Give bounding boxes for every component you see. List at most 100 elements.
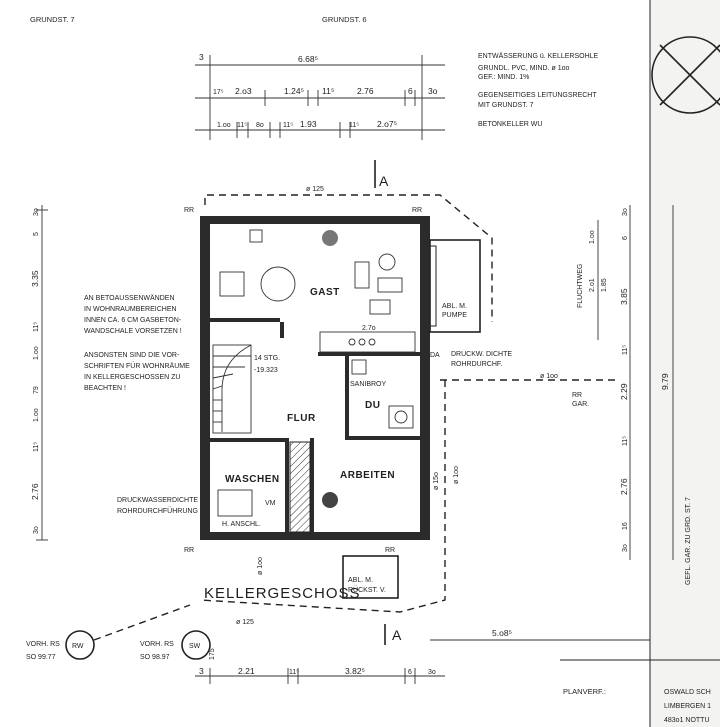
dim-label: 3o [428,86,438,96]
stair-steps-label: 14 STG. [254,355,280,362]
vorh-rs-value: SO 98.97 [140,654,170,661]
paper-edge [650,0,720,727]
room-flur: FLUR [287,413,316,424]
sw-value: 175 [209,648,216,660]
room-du: DU [365,400,380,411]
light-well: ABL. M. PUMPE [429,239,481,333]
dim-label: 2.76 [30,483,40,500]
north-symbol [651,36,720,114]
section-marker-bottom: A [384,624,402,645]
dim-label: 2.76 [357,86,374,96]
dim-label: 11⁵ [349,122,359,129]
dim-label: 2.76 [619,478,629,495]
dimensions-right: 3o 1.oo 6 3.85 11⁵ 2.29 11⁵ 2.76 16 3o F… [577,205,692,585]
gefl-gar-label: GEFL. GAR. ZU GRD. ST. 7 [685,497,692,585]
abl-rueck-label: RÜCKST. V. [348,586,386,594]
note-line: GEF.: MIND. 1% [478,74,529,81]
owner-line: 483o1 NOTTU [664,717,710,724]
dim-label: 11⁵ [322,86,334,96]
rr-gar-label: RR [572,392,582,399]
rr-label: RR [412,207,422,214]
bathroom-fixtures: SANIBROY [350,359,414,429]
dim-label: 1.oo [33,346,40,360]
dim-label: 2.29 [619,383,629,400]
vorh-rs-label: VORH. RS [26,641,60,648]
pipe-label: ø 1oo [540,373,558,380]
abl-pumpe-label: ABL. M. [442,303,467,310]
rr-label: RR [184,207,194,214]
dimensions-bottom: 5.o8⁵ 3 2.21 11⁵ 3.82⁵ 6 3o [195,628,650,684]
dim-label: 3 [199,666,204,676]
note-line: ANSONSTEN SIND DIE VOR- [84,352,180,359]
note-line: MIT GRUNDST. 7 [478,102,534,109]
rr-label: RR [385,547,395,554]
note-line: IN WOHNRAUMBEREICHEN [84,306,177,313]
dim-label: 16 [622,522,629,530]
dim-label: 1.oo [589,230,596,244]
druck-rohr-label: DRUCKW. DICHTE [451,351,512,358]
dim-label: 17⁵ [213,89,224,96]
stair-height-label: -19.323 [254,367,278,374]
pipe-label: ø 1oo [257,557,264,575]
note-line: BEACHTEN ! [84,385,126,392]
sanibroy-label: SANIBROY [350,381,387,388]
dim-label: 1.oo [217,122,231,129]
note-line: WANDSCHALE VORSETZEN ! [84,328,182,335]
section-label: A [379,173,389,189]
drain-pipe-right: ø 1oo RR GAR. ø 15o ø 1oo [199,373,615,613]
note-line: ENTWÄSSERUNG ü. KELLERSOHLE [478,52,599,60]
dim-label: 3.82⁵ [345,666,365,676]
dim-label: 3 [199,52,204,62]
dim-label: 1.24⁵ [284,86,304,96]
h-anschl-label: H. ANSCHL. [222,521,261,528]
header-grundst-7: GRUNDST. 7 [30,15,75,24]
pipe-label: ø 1oo [453,466,460,484]
dim-label: 1.93 [300,119,317,129]
fluchtweg-label: FLUCHTWEG [577,264,584,308]
note-line: INNEN CA. 6 CM GASBETON- [84,317,182,324]
dim-label: 2.o7⁵ [377,119,397,129]
dim-label: 11⁵ [289,669,299,676]
dim-label: 2.21 [238,666,255,676]
note-line: AN BETOAUSSENWÄNDEN [84,294,175,302]
dim-label: 3o [33,208,40,216]
sw-label: SW [189,643,201,650]
dim-label: 3o [33,526,40,534]
section-label: A [392,627,402,643]
dim-label: 9.79 [660,373,670,390]
druck-left-label: ROHRDURCHFÜHRUNG [117,507,198,515]
vorh-rs-label: VORH. RS [140,641,174,648]
room-gast: GAST [310,287,340,298]
dim-label: 5 [33,232,40,236]
header-grundst-6: GRUNDST. 6 [322,15,367,24]
dim-label: 1.oo [33,408,40,422]
dim-label: 6 [622,236,629,240]
dim-label: 3.85 [619,288,629,305]
dimensions-top: 3 6.68⁵ 17⁵ 2.o3 1.24⁵ 11⁵ 2.76 6 3o 1.o… [195,52,445,140]
note-line: IN KELLERGESCHOSSEN ZU [84,374,180,381]
owner-line: OSWALD SCH [664,689,711,696]
dim-label: 11⁵ [33,442,40,452]
dim-label: 1.85 [601,278,608,292]
pipe-label: ø 125 [236,619,254,626]
dim-label: 6 [408,86,413,96]
dim-label: 3o [622,208,629,216]
vm-label: VM [265,500,276,507]
planverf-label: PLANVERF.: [563,687,606,696]
gast-furniture [219,229,403,315]
pipe-label: ø 15o [433,472,440,490]
manhole-rw: RW VORH. RS SO 99.77 [26,604,191,661]
dim-label: 3o [428,669,436,676]
dim-label: 3.35 [30,270,40,287]
gar-label: GAR. [572,401,589,408]
kitchen-counter: 2.7o [319,325,416,353]
drain-pipe-top: ø 125 RR RR [184,186,493,322]
note-line: GRUNDL. PVC, MIND. ø 1oo [478,65,570,72]
dim-label: 2.o1 [589,278,596,292]
note-line: BETONKELLER WU [478,121,542,128]
manhole-sw: SW VORH. RS SO 98.97 175 [140,630,216,661]
owner-line: LIMBERGEN 1 [664,703,711,710]
dim-label: 11⁵ [33,322,40,332]
note-line: GEGENSEITIGES LEITUNGSRECHT [478,92,597,99]
